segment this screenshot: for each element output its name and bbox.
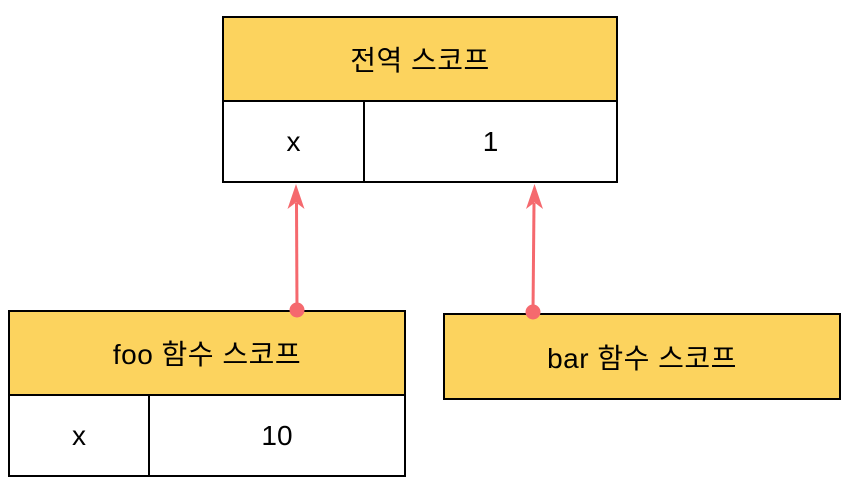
- global-scope-table: 전역 스코프 x 1: [222, 16, 618, 183]
- arrowhead-bar-icon: [526, 184, 543, 209]
- foo-scope-variable-name: x: [8, 396, 150, 477]
- foo-scope-table: foo 함수 스코프 x 10: [8, 310, 406, 477]
- arrow-foo-to-global: [287, 184, 305, 318]
- bar-scope-title: bar 함수 스코프: [547, 342, 737, 374]
- global-scope-variable-value: 1: [365, 102, 618, 183]
- global-scope-title: 전역 스코프: [350, 45, 490, 76]
- arrow-foo-shaft: [295, 202, 299, 311]
- foo-scope-title: foo 함수 스코프: [112, 339, 302, 370]
- global-scope-variable-row: x 1: [222, 102, 618, 183]
- global-scope-header: 전역 스코프: [222, 16, 618, 102]
- arrow-bar-shaft: [531, 202, 536, 313]
- bar-scope-box: bar 함수 스코프: [443, 313, 841, 400]
- foo-scope-variable-value: 10: [150, 396, 406, 477]
- arrow-bar-to-global: [525, 184, 543, 320]
- foo-scope-header: foo 함수 스코프: [8, 310, 406, 396]
- global-scope-variable-name: x: [222, 102, 365, 183]
- arrowhead-foo-icon: [287, 184, 305, 209]
- foo-scope-variable-row: x 10: [8, 396, 406, 477]
